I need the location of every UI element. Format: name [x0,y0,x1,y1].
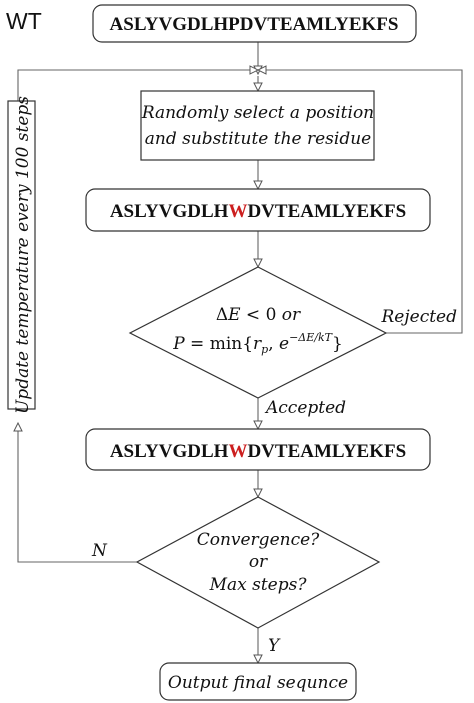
substitute-step-box [140,90,375,161]
yes-label: Y [268,636,281,656]
arrowhead-junction-left [249,65,260,75]
convergence-decision-diamond [135,496,381,629]
arrowhead-mutant [253,180,263,191]
criterion-line2: P = min{rp, e−ΔE/kT} [172,331,343,356]
output-box [159,662,357,701]
substitute-step-line1: Randomly select a position [141,103,374,123]
accepted-residue: W [228,441,247,462]
accepted-sequence: ASLYVGDLHWDVTEAMLYEKFS [110,441,406,462]
arrowhead-junction-right [256,65,267,75]
connectors [17,42,463,662]
rejected-label: Rejected [381,307,458,327]
accepted-label: Accepted [264,398,346,418]
wild-type-label: WT [6,8,42,34]
edge-temperature-loop [17,69,250,101]
edge-no-loop [17,425,137,563]
accepted-sequence-box [85,428,431,471]
temperature-update-label: Update temperature every 100 steps [13,96,33,414]
mutant-sequence-prefix: ASLYVGDLH [110,201,229,222]
temperature-update-box [7,100,36,410]
output-label: Output final sequnce [168,673,348,693]
edge-rejected-loop [266,69,463,334]
arrowhead-accepted [253,420,263,431]
accepted-sequence-prefix: ASLYVGDLH [110,441,229,462]
convergence-line1: Convergence? [197,530,320,550]
arrowhead-select [253,82,263,93]
arrowhead-temperature [13,421,23,432]
mutant-sequence: ASLYVGDLHWDVTEAMLYEKFS [110,201,406,222]
substitute-step-line2: and substitute the residue [145,129,371,149]
convergence-line3: Max steps? [209,575,308,595]
mutant-residue: W [228,201,247,222]
mutant-sequence-suffix: DVTEAMLYEKFS [247,201,406,222]
arrowhead-convergence [253,488,263,499]
mutant-sequence-box [85,188,431,232]
convergence-line2: or [249,552,268,572]
no-label: N [91,541,108,561]
wild-type-sequence-box [92,4,417,43]
criterion-line1: ΔE < 0 or [216,305,301,325]
arrowhead-output [253,654,263,665]
arrowheads [13,65,267,665]
acceptance-decision-diamond [128,266,388,399]
accepted-sequence-suffix: DVTEAMLYEKFS [247,441,406,462]
arrowhead-decision [253,258,263,269]
wild-type-sequence: ASLYVGDLHPDVTEAMLYEKFS [110,14,399,35]
